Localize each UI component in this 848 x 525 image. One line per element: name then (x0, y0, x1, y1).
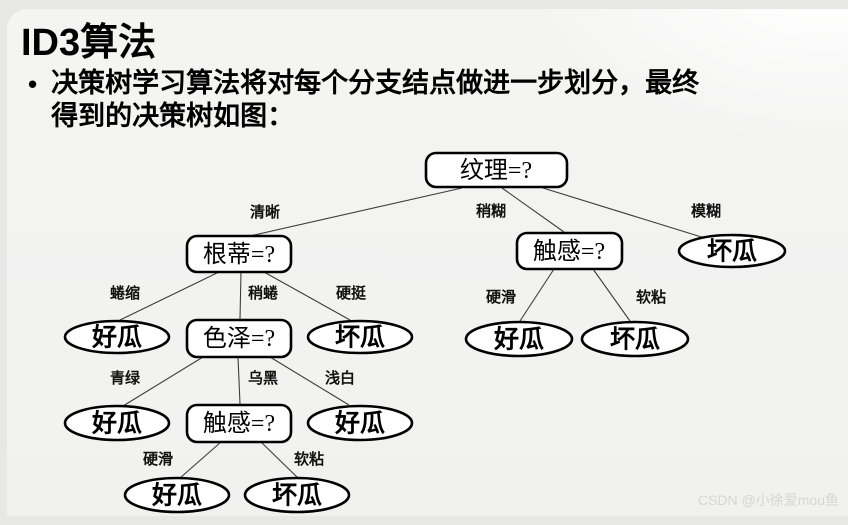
decision-node-label: 纹理=? (460, 157, 532, 184)
tree-leaf-bad-stiff: 坏瓜 (306, 319, 414, 355)
decision-node-label: 色泽=? (203, 325, 275, 352)
edge-label-ruanzhan-r: 软粘 (636, 288, 666, 306)
edge-touchright-good (519, 268, 555, 322)
edge-label-mohu: 模糊 (691, 202, 721, 220)
edge-rootstem-badstiff (263, 271, 351, 321)
edge-color-touchleft (237, 356, 241, 405)
edge-label-yingting: 硬挺 (336, 284, 367, 302)
edge-label-wuhei: 乌黑 (248, 369, 278, 387)
edge-label-yinghua-r: 硬滑 (486, 289, 516, 306)
slide-background: ID3算法 • 决策树学习算法将对每个分支结点做进一步划分，最终 得到的决策树如… (7, 9, 848, 516)
tree-leaf-good-hardsmooth-bottom: 好瓜 (123, 476, 231, 514)
edge-color-goodgreen (122, 356, 204, 407)
decision-tree-diagram: 清晰 稍糊 模糊 蜷缩 稍蜷 硬挺 硬滑 软粘 青绿 乌黑 浅白 硬滑 软粘 纹… (63, 151, 787, 514)
tree-node-root-stem: 根蒂=? (185, 234, 293, 274)
tree-leaf-good-hardsmooth-right: 好瓜 (464, 320, 574, 358)
decision-node-label: 触感=? (203, 410, 275, 437)
leaf-node-ellipse (580, 320, 690, 358)
edge-touchright-bad (592, 268, 631, 322)
csdn-watermark: CSDN @小徐爱mou鱼 (697, 492, 839, 508)
tree-leaf-good-green: 好瓜 (63, 404, 171, 442)
leaf-node-ellipse (123, 476, 231, 514)
tree-leaf-bad-softsticky-right: 坏瓜 (580, 320, 690, 358)
tree-leaf-bad-blur: 坏瓜 (677, 233, 787, 269)
tree-leaf-bad-softsticky-bottom: 坏瓜 (243, 476, 351, 514)
leaf-node-label: 好瓜 (151, 482, 202, 510)
tree-edge-labels: 清晰 稍糊 模糊 蜷缩 稍蜷 硬挺 硬滑 软粘 青绿 乌黑 浅白 硬滑 软粘 (110, 202, 721, 468)
tree-leaf-good-lightwhite: 好瓜 (306, 404, 414, 442)
bullet-item: • 决策树学习算法将对每个分支结点做进一步划分，最终 得到的决策树如图： (28, 67, 828, 133)
tree-node-touch-right: 触感=? (515, 231, 624, 271)
leaf-node-ellipse (63, 404, 171, 442)
edge-label-quansuo: 蜷缩 (110, 284, 140, 302)
leaf-node-label: 坏瓜 (707, 238, 757, 266)
edge-touchleft-good (179, 441, 222, 479)
decision-node-label: 根蒂=? (203, 241, 275, 268)
bullet-text-line1: 决策树学习算法将对每个分支结点做进一步划分，最终 (51, 68, 700, 98)
edge-label-yinghua-b: 硬滑 (143, 451, 173, 468)
edge-label-shaohu: 稍糊 (476, 202, 506, 220)
edge-label-shaoquan: 稍蜷 (248, 284, 279, 302)
tree-node-color: 色泽=? (185, 318, 293, 359)
edge-color-goodlight (269, 356, 350, 406)
leaf-node-ellipse (243, 476, 351, 514)
edge-label-qinglv: 青绿 (110, 369, 141, 387)
edge-touchleft-bad (260, 441, 299, 479)
decision-node-box (185, 234, 293, 274)
edge-rootstem-goodcurl (119, 271, 220, 321)
leaf-node-ellipse (63, 319, 171, 355)
edge-rootstem-color (239, 271, 242, 320)
leaf-node-ellipse (306, 404, 414, 442)
tree-node-texture: 纹理=? (424, 151, 569, 189)
tree-leaf-good-curl: 好瓜 (63, 319, 171, 355)
leaf-node-label: 坏瓜 (272, 482, 322, 510)
edge-label-qingxi: 清晰 (250, 203, 280, 221)
decision-node-box (515, 231, 624, 271)
leaf-node-label: 坏瓜 (610, 326, 660, 354)
edge-label-qianbai: 浅白 (325, 369, 355, 387)
leaf-node-ellipse (464, 320, 574, 358)
tree-node-touch-left: 触感=? (185, 403, 293, 444)
edge-texture-touchright (501, 187, 565, 233)
decision-node-box (424, 151, 569, 189)
bullet-marker: • (28, 69, 38, 99)
edge-texture-badblur (542, 187, 709, 240)
leaf-node-ellipse (306, 319, 414, 355)
leaf-node-ellipse (677, 233, 787, 269)
decision-node-label: 触感=? (533, 238, 605, 265)
edge-texture-rootstem (249, 187, 463, 237)
leaf-node-label: 坏瓜 (335, 324, 385, 352)
bullet-text-line2: 得到的决策树如图： (51, 101, 295, 131)
decision-node-box (185, 403, 293, 444)
leaf-node-label: 好瓜 (91, 410, 142, 438)
leaf-node-label: 好瓜 (493, 326, 544, 354)
slide-title: ID3算法 (21, 22, 157, 64)
tree-edges (119, 187, 709, 479)
decision-node-box (185, 318, 293, 359)
bullet-text: 决策树学习算法将对每个分支结点做进一步划分，最终 得到的决策树如图： (51, 67, 699, 133)
leaf-node-label: 好瓜 (91, 324, 142, 352)
edge-label-ruanzhan-b: 软粘 (294, 450, 324, 468)
leaf-node-label: 好瓜 (334, 410, 385, 438)
